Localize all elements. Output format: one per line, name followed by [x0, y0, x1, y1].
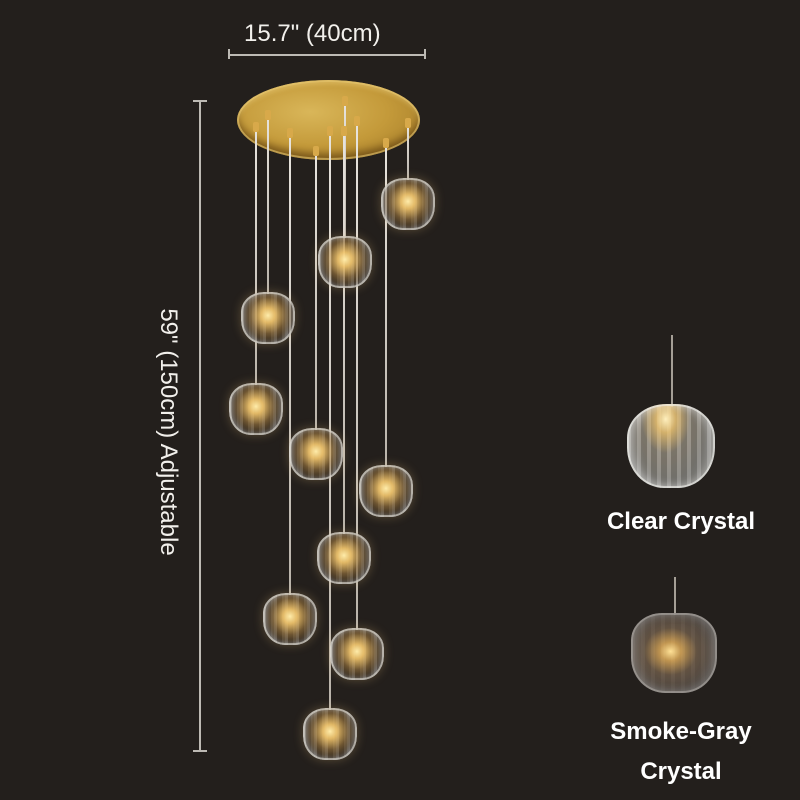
pendant-wire	[407, 126, 409, 180]
canopy-stud	[265, 110, 271, 120]
canopy-stud	[354, 116, 360, 126]
variant-label-smoke-line2: Crystal	[640, 758, 722, 785]
variant-label-smoke-line1: Smoke-Gray	[610, 718, 752, 745]
crystal-pendant	[263, 593, 317, 645]
canopy-stud	[287, 128, 293, 138]
width-dimension-label: 15.7" (40cm)	[244, 20, 381, 47]
pendant-wire	[255, 125, 257, 385]
variant-wire	[671, 335, 673, 407]
height-dimension-tick-top	[193, 100, 207, 102]
smoke-gray-crystal-pendant-image	[631, 613, 717, 693]
canopy-stud	[405, 118, 411, 128]
crystal-pendant	[289, 428, 343, 480]
width-dimension-tick-left	[228, 49, 230, 59]
pendant-wire	[267, 112, 269, 294]
canopy-stud	[341, 126, 347, 136]
pendant-wire	[315, 150, 317, 430]
canopy-stud	[253, 122, 259, 132]
variant-wire	[674, 577, 676, 615]
crystal-pendant	[381, 178, 435, 230]
canopy-stud	[327, 126, 333, 136]
height-dimension-line	[199, 100, 201, 752]
pendant-wire	[356, 120, 358, 630]
crystal-pendant	[303, 708, 357, 760]
canopy-stud	[342, 96, 348, 106]
canopy-stud	[383, 138, 389, 148]
canopy-stud	[313, 146, 319, 156]
crystal-pendant	[330, 628, 384, 680]
crystal-pendant	[229, 383, 283, 435]
crystal-pendant	[318, 236, 372, 288]
pendant-wire	[344, 100, 346, 238]
crystal-pendant	[317, 532, 371, 584]
pendant-wire	[385, 142, 387, 467]
variant-label-clear: Clear Crystal	[606, 508, 756, 535]
pendant-wire	[329, 128, 331, 710]
crystal-pendant	[241, 292, 295, 344]
width-dimension-line	[229, 54, 425, 56]
crystal-pendant	[359, 465, 413, 517]
pendant-wire	[289, 132, 291, 595]
canopy-rim	[237, 80, 420, 160]
height-dimension-label: 59" (150cm) Adjustable	[155, 308, 182, 556]
height-dimension-tick-bottom	[193, 750, 207, 752]
pendant-wire	[343, 128, 345, 534]
width-dimension-tick-right	[424, 49, 426, 59]
clear-crystal-pendant-image	[627, 404, 715, 488]
